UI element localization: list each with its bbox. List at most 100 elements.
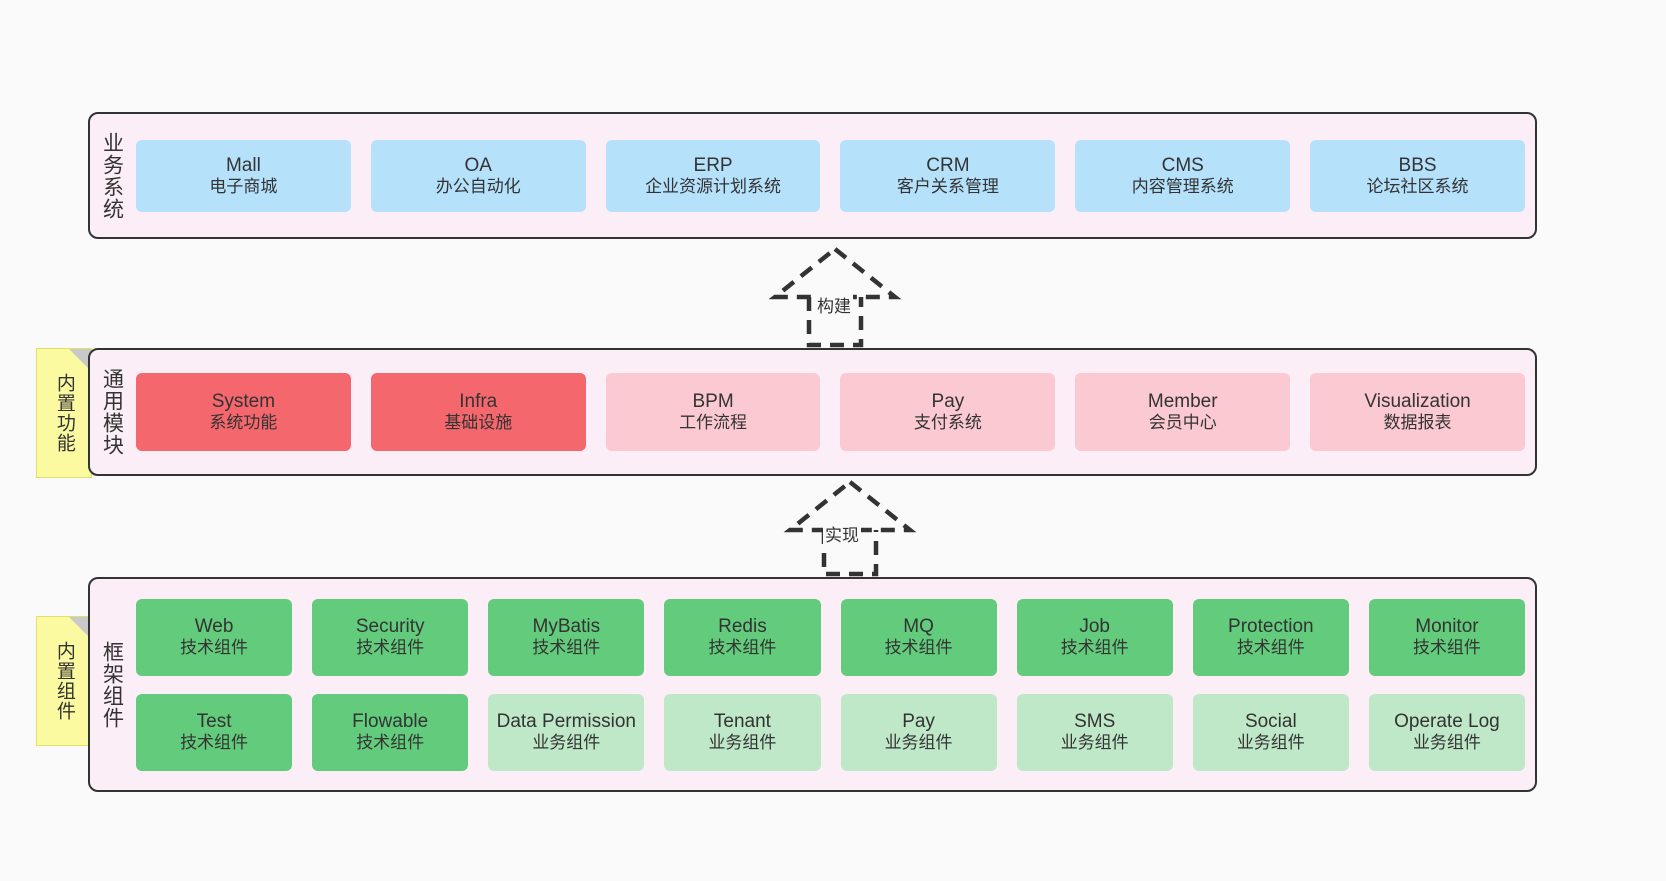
component-cn-label: 业务组件 [1236,733,1305,753]
layer-body-framework: Web 技术组件 Security 技术组件 MyBatis 技术组件 Redi… [134,579,1535,790]
component-en-label: Web [194,616,234,638]
note-builtin-function: 内置功能 [36,348,92,478]
module-box-mall[interactable]: Mall 电子商城 [136,139,351,212]
component-box-test[interactable]: Test 技术组件 [136,693,293,771]
module-en-label: Mall [225,154,261,176]
component-cn-label: 业务组件 [708,733,777,753]
framework-row-technical: Web 技术组件 Security 技术组件 MyBatis 技术组件 Redi… [136,598,1525,676]
note-fold-corner-icon [69,617,91,639]
component-en-label: Protection [1228,616,1314,638]
module-en-label: Infra [459,391,498,413]
module-box-oa[interactable]: OA 办公自动化 [370,139,586,212]
component-box-web[interactable]: Web 技术组件 [136,598,293,676]
component-en-label: Data Permission [496,711,636,733]
module-cn-label: 电子商城 [209,176,278,196]
component-cn-label: 业务组件 [1412,733,1481,753]
layer-title-common: 通用模块 [100,368,124,456]
component-box-social[interactable]: Social 业务组件 [1192,693,1349,771]
component-cn-label: 技术组件 [356,638,425,658]
module-box-erp[interactable]: ERP 企业资源计划系统 [605,139,821,212]
component-box-operate-log[interactable]: Operate Log 业务组件 [1368,693,1525,771]
component-cn-label: 技术组件 [1060,638,1129,658]
module-en-label: Pay [931,391,965,413]
module-en-label: ERP [693,154,733,176]
business-row: Mall 电子商城 OA 办公自动化 ERP 企业资源计划系统 CRM 客户关系… [136,139,1525,212]
component-box-protection[interactable]: Protection 技术组件 [1192,598,1349,676]
connector-implement [760,476,940,578]
note-label: 内置组件 [53,641,75,721]
component-box-mybatis[interactable]: MyBatis 技术组件 [488,598,645,676]
module-cn-label: 支付系统 [913,413,982,433]
layer-title-framework: 框架组件 [100,640,124,729]
component-cn-label: 技术组件 [532,638,601,658]
component-en-label: Flowable [352,711,429,733]
module-box-cms[interactable]: CMS 内容管理系统 [1075,139,1291,212]
module-cn-label: 客户关系管理 [896,176,999,196]
component-box-redis[interactable]: Redis 技术组件 [664,598,821,676]
component-box-job[interactable]: Job 技术组件 [1016,598,1173,676]
component-cn-label: 技术组件 [180,733,249,753]
common-row: System 系统功能 Infra 基础设施 BPM 工作流程 Pay 支付系统… [136,373,1525,451]
module-cn-label: 会员中心 [1148,413,1217,433]
note-fold-corner-icon [69,349,91,371]
module-en-label: System [211,391,276,413]
component-cn-label: 技术组件 [884,638,953,658]
component-cn-label: 技术组件 [708,638,777,658]
component-cn-label: 技术组件 [1412,638,1481,658]
module-cn-label: 办公自动化 [435,176,521,196]
component-cn-label: 技术组件 [1236,638,1305,658]
component-box-monitor[interactable]: Monitor 技术组件 [1368,598,1525,676]
component-box-sms[interactable]: SMS 业务组件 [1016,693,1173,771]
module-box-crm[interactable]: CRM 客户关系管理 [840,139,1056,212]
component-box-pay[interactable]: Pay 业务组件 [840,693,997,771]
component-cn-label: 技术组件 [180,638,249,658]
module-en-label: CRM [926,154,970,176]
component-box-data-permission[interactable]: Data Permission 业务组件 [488,693,645,771]
component-cn-label: 业务组件 [884,733,953,753]
module-box-bpm[interactable]: BPM 工作流程 [605,373,821,451]
module-cn-label: 数据报表 [1383,413,1452,433]
component-en-label: MQ [903,616,934,638]
layer-framework-components: 框架组件 Web 技术组件 Security 技术组件 MyBatis 技术组件… [88,577,1537,792]
layer-common-modules: 通用模块 System 系统功能 Infra 基础设施 BPM 工作流程 Pay… [88,348,1537,476]
module-en-label: BPM [692,391,734,413]
connector-label-build: 构建 [815,292,853,317]
component-en-label: Operate Log [1394,711,1500,733]
layer-title-business: 业务系统 [100,131,124,220]
component-box-flowable[interactable]: Flowable 技术组件 [312,693,469,771]
module-box-infra[interactable]: Infra 基础设施 [370,373,586,451]
layer-business-systems: 业务系统 Mall 电子商城 OA 办公自动化 ERP 企业资源计划系统 CRM… [88,112,1537,239]
module-cn-label: 企业资源计划系统 [645,176,782,196]
module-box-system[interactable]: System 系统功能 [136,373,351,451]
module-en-label: Visualization [1364,391,1471,413]
component-en-label: Test [196,711,232,733]
module-box-visualization[interactable]: Visualization 数据报表 [1310,373,1525,451]
module-en-label: CMS [1161,154,1204,176]
component-en-label: MyBatis [532,616,601,638]
component-cn-label: 技术组件 [356,733,425,753]
component-en-label: Social [1244,711,1297,733]
module-en-label: Member [1147,391,1218,413]
module-cn-label: 基础设施 [444,413,513,433]
component-box-mq[interactable]: MQ 技术组件 [840,598,997,676]
module-box-member[interactable]: Member 会员中心 [1075,373,1291,451]
component-en-label: Monitor [1415,616,1479,638]
component-en-label: Job [1079,616,1110,638]
component-box-security[interactable]: Security 技术组件 [312,598,469,676]
module-cn-label: 工作流程 [679,413,748,433]
component-box-tenant[interactable]: Tenant 业务组件 [664,693,821,771]
module-en-label: BBS [1398,154,1437,176]
component-en-label: Tenant [713,711,771,733]
generalization-arrow-icon [783,479,917,577]
layer-body-business: Mall 电子商城 OA 办公自动化 ERP 企业资源计划系统 CRM 客户关系… [134,114,1535,237]
generalization-arrow-icon [768,246,902,348]
module-box-pay[interactable]: Pay 支付系统 [840,373,1056,451]
component-cn-label: 业务组件 [1060,733,1129,753]
connector-label-implement: 实现 [823,521,861,546]
component-cn-label: 业务组件 [532,733,601,753]
module-box-bbs[interactable]: BBS 论坛社区系统 [1310,139,1525,212]
note-builtin-component: 内置组件 [36,616,92,746]
component-en-label: Redis [718,616,767,638]
component-en-label: SMS [1074,711,1116,733]
